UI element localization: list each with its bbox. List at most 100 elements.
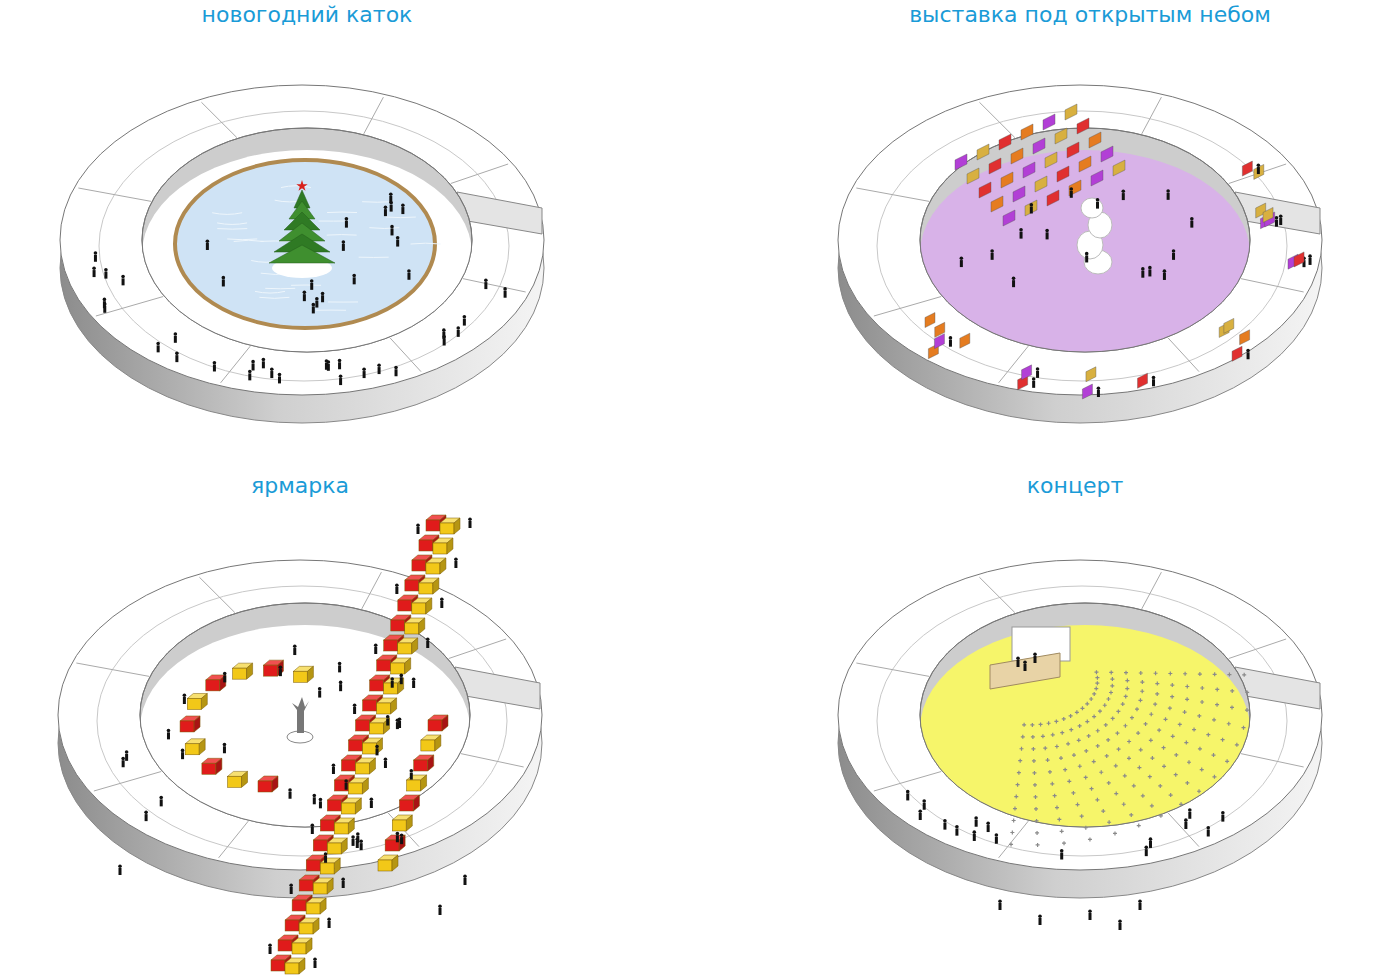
person-body xyxy=(960,260,963,267)
walkway-edge xyxy=(877,586,1287,856)
person-body xyxy=(1148,269,1151,276)
seat xyxy=(1206,733,1210,737)
walkway-divider xyxy=(856,188,929,201)
seat xyxy=(1105,754,1109,758)
person-body xyxy=(339,684,342,691)
person-head xyxy=(351,835,355,839)
kiosk-front xyxy=(180,721,194,732)
person-body xyxy=(1122,193,1125,200)
exhibition-board xyxy=(1003,210,1015,226)
seat xyxy=(1245,708,1249,712)
person-body xyxy=(325,363,328,370)
seat xyxy=(1110,684,1114,688)
seat xyxy=(1080,706,1084,710)
person-body xyxy=(175,355,178,362)
person-body xyxy=(104,272,107,279)
person-head xyxy=(998,899,1002,903)
walkway-divider xyxy=(76,663,149,676)
walkway-edge xyxy=(97,586,507,856)
seat xyxy=(1014,795,1018,799)
exhibition-board xyxy=(1065,104,1077,120)
seat xyxy=(1135,707,1139,711)
person-body xyxy=(386,719,389,726)
kiosk-side xyxy=(369,758,375,774)
seat xyxy=(1051,733,1055,737)
seat xyxy=(1130,716,1134,720)
person-head xyxy=(121,275,125,279)
seat xyxy=(1078,724,1082,728)
person-body xyxy=(356,836,359,843)
walkway-divider xyxy=(979,102,1014,137)
person-body xyxy=(1039,918,1042,925)
person-head xyxy=(960,256,964,260)
person-body xyxy=(324,856,327,863)
person-head xyxy=(175,352,179,356)
walkway-divider xyxy=(1142,572,1162,609)
person-head xyxy=(1149,837,1153,841)
kiosk-side xyxy=(426,598,432,614)
person-body xyxy=(270,371,273,378)
person-head xyxy=(321,292,325,296)
person-body xyxy=(1097,390,1100,397)
kiosk-side xyxy=(306,938,312,954)
exhibition-board xyxy=(1232,346,1242,361)
seat xyxy=(1103,703,1107,707)
walkway-divider xyxy=(874,772,941,792)
seat xyxy=(1098,709,1102,713)
ice-scratch xyxy=(327,234,357,236)
seat xyxy=(1109,690,1113,694)
person-head xyxy=(1096,198,1100,202)
seat xyxy=(1012,819,1016,823)
plaza-fair xyxy=(58,515,542,974)
seat xyxy=(1170,695,1174,699)
person-body xyxy=(1163,273,1166,280)
kiosk-front xyxy=(421,740,435,751)
seat xyxy=(1221,738,1225,742)
seat xyxy=(1245,690,1249,694)
person-head xyxy=(386,715,390,719)
kiosk-side xyxy=(433,578,439,594)
exhibition-board xyxy=(1047,190,1059,206)
person-body xyxy=(1024,664,1027,671)
seat xyxy=(1048,770,1052,774)
seat xyxy=(1018,759,1022,763)
person-head xyxy=(1166,189,1170,193)
ice-scratch xyxy=(362,201,392,203)
seat xyxy=(1185,781,1189,785)
person-head xyxy=(1019,228,1023,232)
kiosk-front xyxy=(233,668,247,679)
kiosk-front xyxy=(384,640,398,651)
kiosk-side xyxy=(384,718,390,734)
person-body xyxy=(395,587,398,594)
kiosk-front xyxy=(348,783,362,794)
seat xyxy=(1036,843,1040,847)
person-body xyxy=(93,270,96,277)
kiosk-front xyxy=(285,920,299,931)
person-body xyxy=(252,363,255,370)
kiosk-side xyxy=(194,716,200,732)
kiosk-front xyxy=(206,680,220,691)
walkway-divider xyxy=(874,297,941,317)
person-head xyxy=(339,681,343,685)
person-body xyxy=(457,330,460,337)
person-body xyxy=(396,240,399,247)
walkway-divider xyxy=(364,97,384,134)
seat xyxy=(1212,718,1216,722)
person-head xyxy=(181,749,185,753)
ice-rink xyxy=(175,160,435,328)
seat xyxy=(1200,700,1204,704)
seat xyxy=(1057,817,1061,821)
walkway-divider xyxy=(1241,279,1304,292)
person-body xyxy=(157,345,160,352)
exhibition-board xyxy=(1045,152,1057,168)
seat xyxy=(1144,722,1148,726)
kiosk-side xyxy=(201,693,207,709)
seat xyxy=(1141,794,1145,798)
outer-ring xyxy=(838,560,1322,870)
seat xyxy=(1010,830,1014,834)
exhibition-board xyxy=(977,144,989,160)
kiosk-front xyxy=(377,660,391,671)
kiosk-front xyxy=(313,883,327,894)
person-body xyxy=(463,319,466,326)
